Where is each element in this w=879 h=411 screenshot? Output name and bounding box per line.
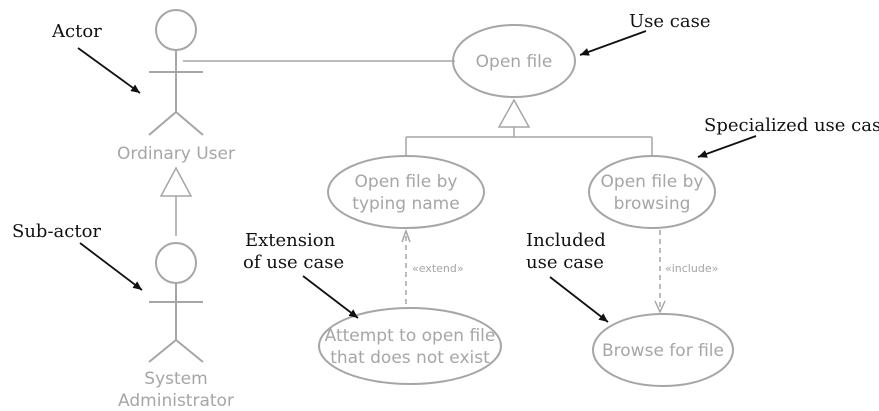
actor-ordinary-user <box>148 9 204 136</box>
annotation-extension-line1: Extension <box>245 230 336 251</box>
use-case-browse-for-file <box>592 313 734 387</box>
annotation-specialized-use-case: Specialized use case <box>704 115 879 136</box>
use-case-label-open-file: Open file <box>476 52 553 72</box>
use-case-label-browsing-2: browsing <box>614 194 691 214</box>
annotation-included-arrow <box>549 276 609 323</box>
annotation-sub-actor: Sub-actor <box>12 221 101 242</box>
use-case-label-typing-1: Open file by <box>355 172 458 192</box>
annotation-actor-arrow <box>77 47 141 94</box>
use-case-open-file <box>452 24 576 98</box>
use-case-generalization <box>405 98 653 156</box>
annotation-included-line2: use case <box>526 252 604 273</box>
use-case-open-by-browsing <box>588 155 716 229</box>
use-case-label-attempt-2: that does not exist <box>330 348 490 368</box>
annotation-extension-line2: of use case <box>243 252 344 273</box>
use-case-label-browse: Browse for file <box>602 341 724 361</box>
include-stereotype: «include» <box>665 262 718 275</box>
use-case-attempt-open <box>318 307 502 385</box>
annotation-actor: Actor <box>51 21 102 42</box>
annotation-use-case: Use case <box>629 11 710 32</box>
extend-stereotype: «extend» <box>412 262 464 275</box>
use-case-open-by-typing <box>327 155 485 229</box>
use-case-label-browsing-1: Open file by <box>601 172 704 192</box>
actor-generalization <box>159 166 193 236</box>
actor-label-system: System <box>144 369 207 389</box>
actor-label-ordinary-user: Ordinary User <box>117 144 235 164</box>
actor-system-administrator <box>148 242 204 363</box>
include-relationship <box>654 230 666 314</box>
use-case-label-typing-2: typing name <box>352 194 459 214</box>
actor-label-administrator: Administrator <box>118 391 234 411</box>
annotation-extension-arrow <box>302 275 359 319</box>
annotation-included-line1: Included <box>526 230 606 251</box>
use-case-label-attempt-1: Attempt to open file <box>325 326 496 346</box>
annotation-use-case-arrow <box>579 30 647 56</box>
extend-relationship <box>401 228 411 304</box>
annotation-specialized-arrow <box>697 135 757 158</box>
annotation-sub-actor-arrow <box>79 242 143 291</box>
